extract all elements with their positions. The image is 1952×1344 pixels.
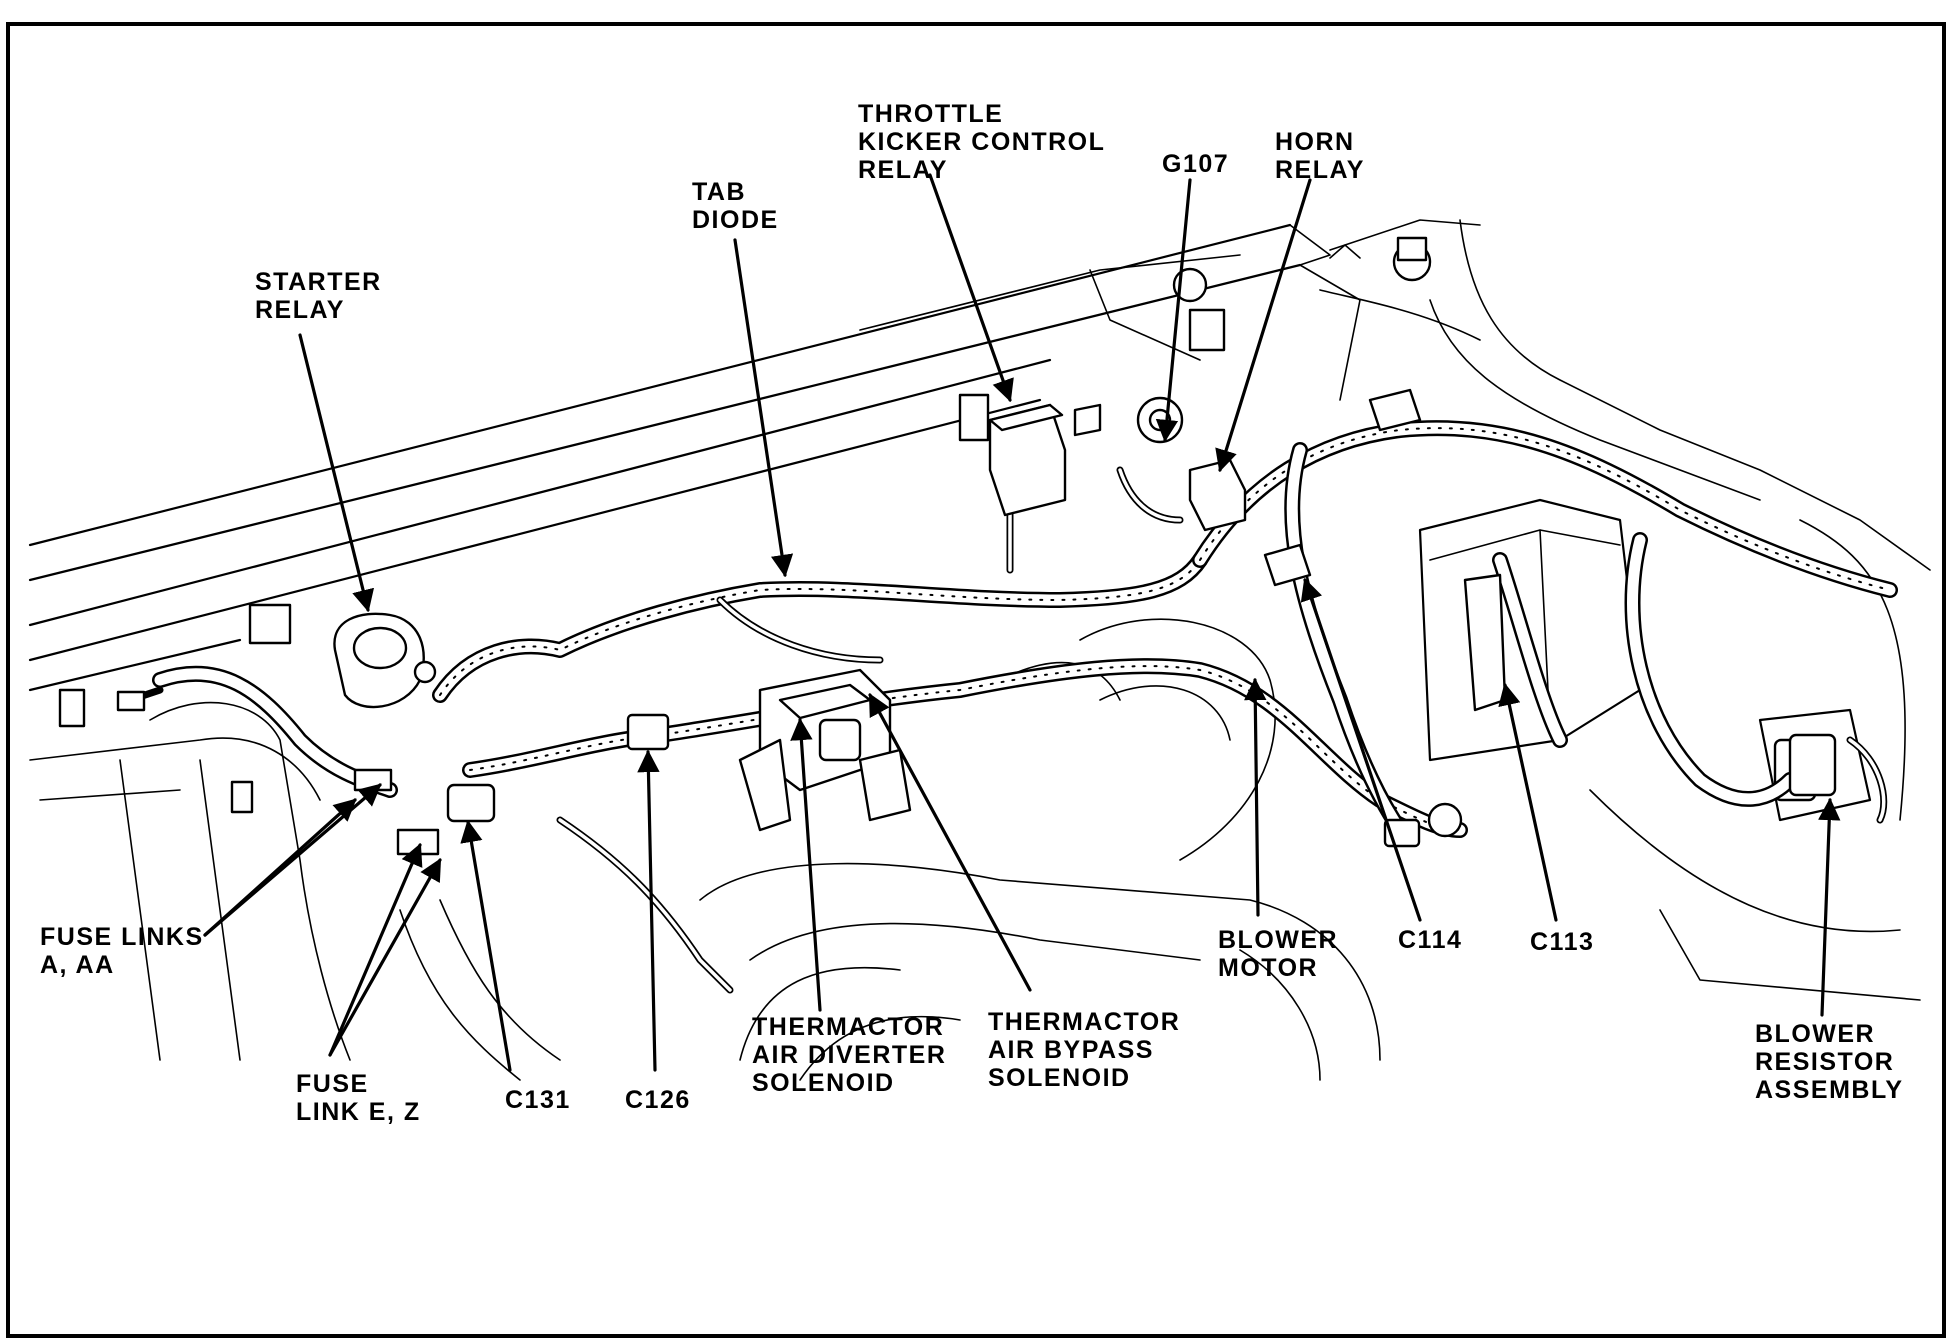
components — [116, 267, 1837, 856]
leader-horn-relay — [1215, 178, 1312, 473]
leader-tab-diode — [733, 238, 794, 578]
label-thermactor-air-bypass: THERMACTOR AIR BYPASS SOLENOID — [988, 1008, 1189, 1092]
leader-thermactor-bypass — [868, 693, 1032, 992]
labels: THROTTLE KICKER CONTROL RELAY TAB DIODE … — [40, 100, 1904, 1126]
label-c114: C114 — [1398, 926, 1462, 954]
label-c131: C131 — [505, 1086, 571, 1114]
leader-thermactor-diverter — [790, 717, 822, 1012]
leader-c114 — [1300, 577, 1422, 922]
label-g107: G107 — [1162, 150, 1229, 178]
label-fuse-link-e-z: FUSE LINK E, Z — [296, 1070, 421, 1126]
label-blower-resistor-assembly: BLOWER RESISTOR ASSEMBLY — [1755, 1020, 1904, 1104]
leader-fuse-links-aa — [203, 783, 382, 937]
label-c126: C126 — [625, 1086, 691, 1114]
leader-fuse-link-z — [328, 858, 442, 1057]
label-thermactor-air-diverter: THERMACTOR AIR DIVERTER SOLENOID — [752, 1013, 955, 1097]
diagram-frame — [6, 22, 1946, 1338]
leader-fuse-link-e — [328, 842, 423, 1057]
leader-c131 — [460, 819, 512, 1072]
label-horn-relay: HORN RELAY — [1275, 128, 1365, 184]
label-tab-diode: TAB DIODE — [692, 178, 779, 234]
label-c113: C113 — [1530, 928, 1594, 956]
vehicle-body-drawing — [28, 219, 1931, 1081]
label-throttle-kicker: THROTTLE KICKER CONTROL RELAY — [858, 100, 1113, 184]
leader-g107 — [1155, 178, 1192, 443]
label-blower-motor: BLOWER MOTOR — [1218, 926, 1347, 982]
label-fuse-links-a-aa: FUSE LINKS A, AA — [40, 923, 212, 979]
leader-blower-motor — [1244, 677, 1267, 917]
leader-c126 — [637, 749, 660, 1072]
leader-starter-relay — [298, 333, 375, 613]
leader-throttle-kicker — [928, 173, 1014, 403]
label-starter-relay: STARTER RELAY — [255, 268, 390, 324]
leader-c113 — [1498, 682, 1558, 922]
leader-blower-resistor — [1818, 797, 1841, 1017]
leader-lines — [203, 173, 1841, 1072]
